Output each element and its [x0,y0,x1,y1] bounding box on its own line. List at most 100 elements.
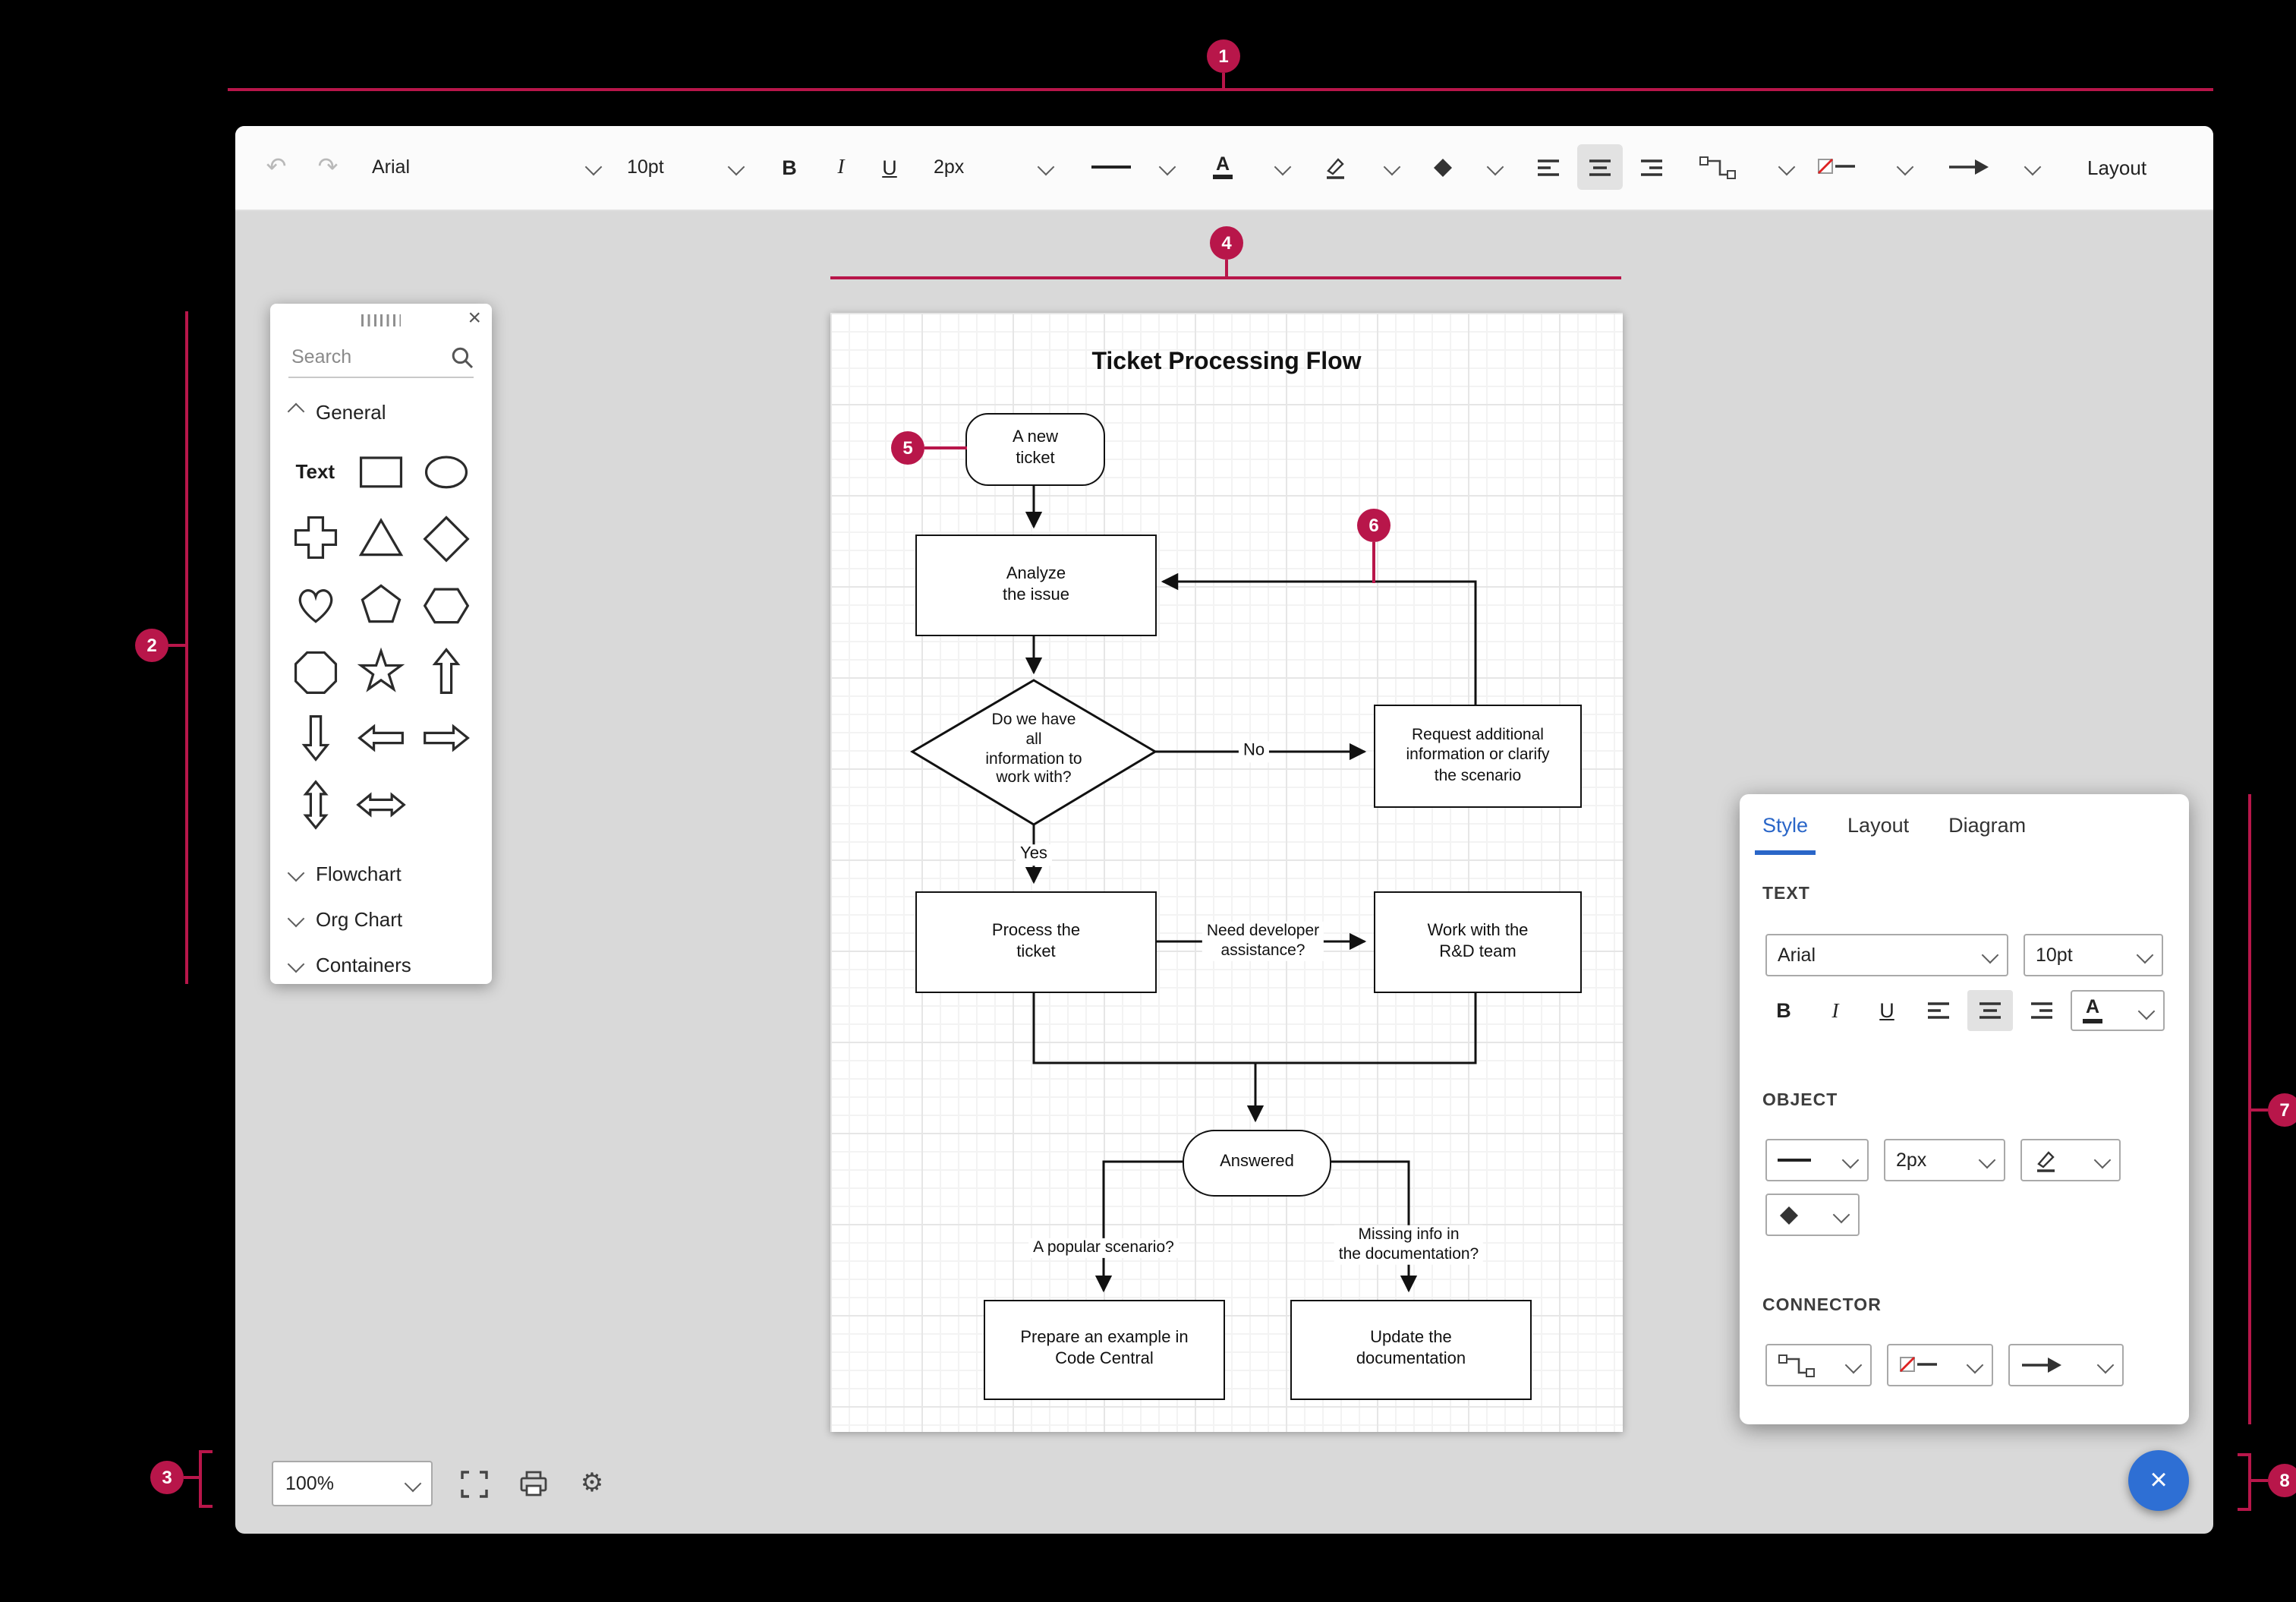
align-center-icon [1589,159,1611,175]
panel-connector-type-dropdown[interactable] [1765,1344,1872,1386]
panel-align-right-button[interactable] [2019,990,2065,1031]
section-general[interactable]: General [287,392,477,431]
panel-italic-button[interactable]: I [1813,990,1858,1031]
node-analyze-the-issue[interactable]: Analyze the issue [915,535,1157,636]
close-panel-fab[interactable]: × [2128,1450,2189,1511]
connector-type-dropdown[interactable] [1696,144,1796,190]
panel-align-center-button[interactable] [1967,990,2013,1031]
layout-button-label: Layout [2087,156,2147,178]
gear-icon: ⚙ [580,1468,604,1497]
panel-line-style-dropdown[interactable] [1765,1139,1869,1181]
shape-ellipse[interactable] [414,437,480,504]
panel-line-start-dropdown[interactable] [1887,1344,1993,1386]
node-process-the-ticket[interactable]: Process the ticket [915,891,1157,993]
align-center-button[interactable] [1577,144,1623,190]
panel-font-color-dropdown[interactable]: A [2071,990,2165,1031]
redo-button[interactable]: ↷ [305,144,351,190]
panel-align-left-button[interactable] [1916,990,1961,1031]
tab-style[interactable]: Style [1754,794,1816,855]
section-flowchart[interactable]: Flowchart [287,853,477,893]
shape-text[interactable]: Text [282,437,348,504]
diagram-app-window: ↶ ↷ Arial 10pt B I U 2px [235,126,2213,1534]
shape-cross[interactable] [282,504,348,571]
panel-line-end-arrow-dropdown[interactable] [2008,1344,2124,1386]
shape-rectangle[interactable] [348,437,414,504]
align-left-button[interactable] [1526,144,1571,190]
fill-diamond-icon [1434,158,1452,176]
align-right-button[interactable] [1629,144,1674,190]
fullscreen-button[interactable] [455,1465,492,1502]
node-request-additional-info[interactable]: Request additional information or clarif… [1374,705,1582,808]
panel-stroke-color-dropdown[interactable] [2020,1139,2121,1181]
close-icon[interactable]: × [468,305,481,331]
shape-triangle[interactable] [348,504,414,571]
shape-arrow-up[interactable] [414,638,480,705]
underline-button[interactable]: U [867,144,912,190]
edge-label-yes[interactable]: Yes [1016,844,1052,866]
shape-diamond[interactable] [414,504,480,571]
shape-hexagon[interactable] [414,571,480,638]
node-decision-shape[interactable] [910,679,1157,826]
line-end-arrow-dropdown[interactable] [1945,144,2042,190]
panel-font-size-dropdown[interactable]: 10pt [2024,934,2163,976]
star-icon [357,647,405,692]
line-style-dropdown[interactable] [1088,144,1176,190]
panel-stroke-width-dropdown[interactable]: 2px [1884,1139,2005,1181]
node-a-new-ticket[interactable]: A new ticket [965,413,1105,486]
stroke-color-dropdown[interactable] [1319,144,1401,190]
bold-button[interactable]: B [767,144,812,190]
font-size-dropdown[interactable]: 10pt [624,144,745,190]
italic-button[interactable]: I [818,144,864,190]
section-org-chart[interactable]: Org Chart [287,899,477,938]
edge-label-popular-scenario[interactable]: A popular scenario? [1028,1238,1179,1259]
diagram-title[interactable]: Ticket Processing Flow [1091,349,1362,375]
shape-heart[interactable] [282,571,348,638]
panel-font-family-value: Arial [1778,944,1816,966]
connector-edge[interactable] [1032,990,1477,1064]
diagram-page[interactable]: Ticket Processing Flow [830,313,1623,1432]
node-update-documentation[interactable]: Update the documentation [1290,1300,1532,1400]
fill-color-dropdown[interactable] [1428,144,1504,190]
print-button[interactable] [515,1465,551,1502]
node-work-with-rnd-team[interactable]: Work with the R&D team [1374,891,1582,993]
edge-label-need-developer-assistance[interactable]: Need developer assistance? [1202,921,1324,962]
layout-button[interactable]: Layout [2087,144,2146,190]
underline-icon: U [882,156,897,178]
edge-label-missing-info[interactable]: Missing info in the documentation? [1334,1225,1484,1266]
shape-arrow-left-right[interactable] [348,771,414,838]
tab-diagram[interactable]: Diagram [1948,813,2027,836]
drag-handle[interactable] [361,314,401,326]
shape-pentagon[interactable] [348,571,414,638]
font-color-dropdown[interactable]: A [1210,144,1292,190]
settings-button[interactable]: ⚙ [574,1465,610,1502]
font-family-dropdown[interactable]: Arial [369,144,603,190]
tab-layout[interactable]: Layout [1847,813,1910,836]
undo-button[interactable]: ↶ [254,144,299,190]
edge-label-no[interactable]: No [1238,741,1270,762]
search-input[interactable] [288,345,451,369]
line-start-dropdown[interactable] [1814,144,1914,190]
shape-octagon[interactable] [282,638,348,705]
shape-arrow-left[interactable] [348,705,414,771]
zoom-select[interactable]: 100% [272,1461,433,1506]
node-prepare-example[interactable]: Prepare an example in Code Central [984,1300,1225,1400]
section-containers[interactable]: Containers [287,944,477,984]
shape-star[interactable] [348,638,414,705]
node-answered[interactable]: Answered [1183,1130,1331,1197]
shape-arrow-right[interactable] [414,705,480,771]
shape-arrow-up-down[interactable] [282,771,348,838]
connector-edge[interactable] [1161,572,1477,705]
panel-underline-button[interactable]: U [1864,990,1910,1031]
connector-edge[interactable] [1094,1160,1183,1293]
shape-arrow-down[interactable] [282,705,348,771]
line-style-icon [1778,1159,1811,1162]
node-decision-label[interactable]: Do we have all information to work with? [985,711,1082,787]
chevron-down-icon [1778,158,1796,176]
panel-fill-color-dropdown[interactable] [1765,1194,1860,1236]
panel-bold-button[interactable]: B [1761,990,1806,1031]
stroke-width-dropdown[interactable]: 2px [931,144,1055,190]
panel-font-family-dropdown[interactable]: Arial [1765,934,2008,976]
chevron-down-icon [1841,1151,1860,1169]
chevron-down-icon [584,158,603,176]
zoom-value: 100% [285,1473,334,1494]
